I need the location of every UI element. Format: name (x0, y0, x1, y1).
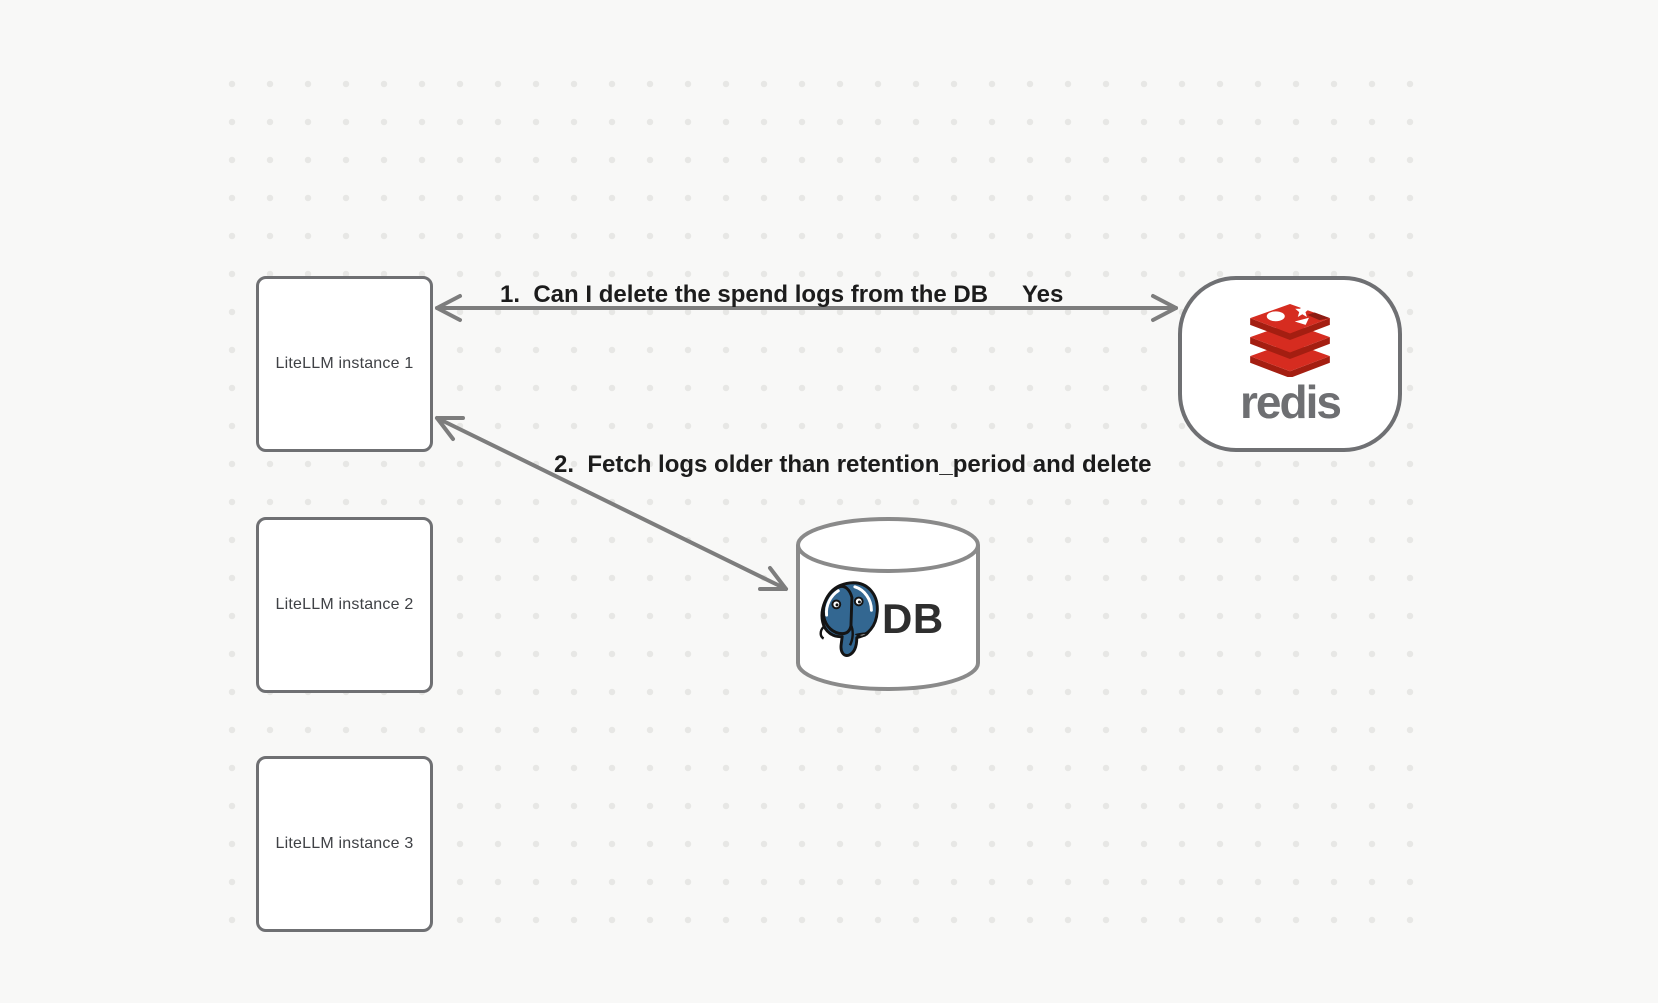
edge-label-fetch-logs: 2. Fetch logs older than retention_perio… (554, 451, 1152, 478)
db-label: DB (882, 595, 944, 642)
node-redis: redis (1178, 276, 1402, 452)
postgresql-elephant-icon (819, 581, 879, 657)
node-litellm-instance-1: LiteLLM instance 1 (256, 276, 433, 452)
redis-wordmark: redis (1240, 376, 1342, 428)
redis-stack-icon (1250, 303, 1330, 377)
node-label: LiteLLM instance 2 (275, 596, 414, 613)
node-litellm-instance-3: LiteLLM instance 3 (256, 756, 433, 932)
edge-label-yes: Yes (1022, 281, 1064, 308)
edge-label-delete-spend-logs: 1. Can I delete the spend logs from the … (500, 281, 989, 308)
node-litellm-instance-2: LiteLLM instance 2 (256, 517, 433, 693)
node-label: LiteLLM instance 3 (275, 835, 414, 852)
node-label: LiteLLM instance 1 (275, 355, 414, 372)
